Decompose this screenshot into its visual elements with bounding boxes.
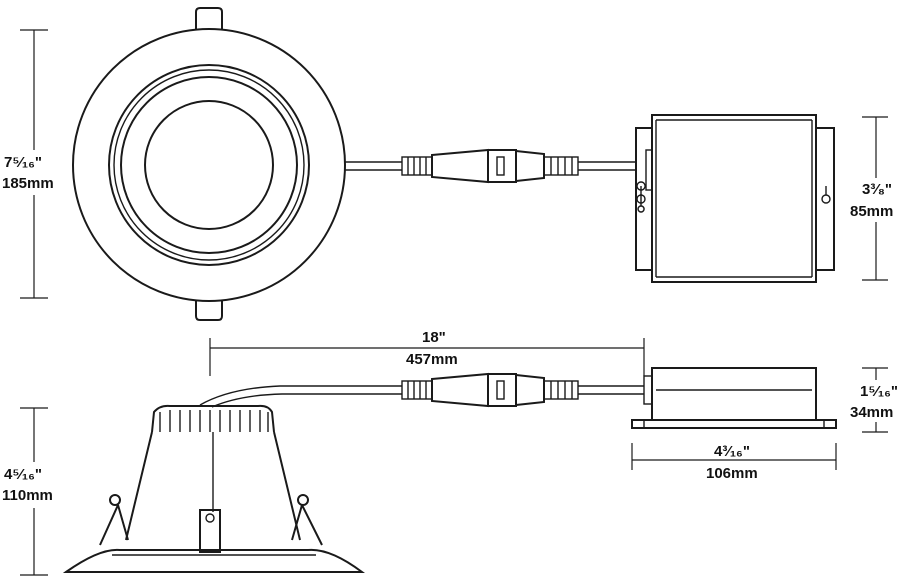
box-width-imperial-label: 4³⁄₁₆": [714, 443, 750, 460]
side-connector-left: [401, 372, 517, 408]
trim-flange: [62, 548, 366, 573]
box-depth-imperial-label: 1⁵⁄₁₆": [860, 383, 898, 400]
dimension-labels: 7⁵⁄₁₆" 185mm 3³⁄₈" 85mm 18" 457mm 4⁵⁄₁₆"…: [2, 154, 898, 504]
side-height-imperial-label: 4⁵⁄₁₆": [4, 466, 42, 483]
top-tab: [195, 7, 223, 30]
side-cable-lower: [211, 393, 402, 408]
spring-clip-left: [99, 494, 129, 546]
side-view: [62, 367, 837, 573]
reflector-ring-outer: [108, 64, 310, 266]
connector-right: [515, 149, 579, 183]
side-connector-right: [515, 373, 579, 407]
box-depth-metric-label: 34mm: [850, 404, 893, 421]
top-height-metric-label: 185mm: [2, 175, 54, 192]
box-height-metric-label: 85mm: [850, 203, 893, 220]
dimension-lines: [20, 29, 888, 576]
bottom-tab: [195, 300, 223, 321]
side-cable-upper: [199, 385, 402, 406]
side-height-metric-label: 110mm: [2, 487, 53, 504]
housing-body: [125, 431, 301, 541]
cable-length-metric-label: 457mm: [406, 351, 458, 368]
spring-clip-right: [291, 494, 323, 546]
lens: [144, 100, 274, 230]
top-view: [72, 7, 835, 321]
reflector-ring-mid: [113, 69, 305, 261]
reflector-ring-inner: [120, 76, 298, 254]
box-width-metric-label: 106mm: [706, 465, 758, 482]
spring-clip-bracket: [199, 509, 221, 553]
junction-box-side: [631, 367, 837, 429]
connector-left: [401, 148, 517, 184]
outer-trim-ring: [72, 28, 346, 302]
heatsink: [151, 404, 275, 433]
junction-box-top: [635, 114, 835, 283]
top-height-imperial-label: 7⁵⁄₁₆": [4, 154, 42, 171]
box-height-imperial-label: 3³⁄₈": [862, 181, 892, 198]
cable-length-imperial-label: 18": [422, 329, 446, 346]
